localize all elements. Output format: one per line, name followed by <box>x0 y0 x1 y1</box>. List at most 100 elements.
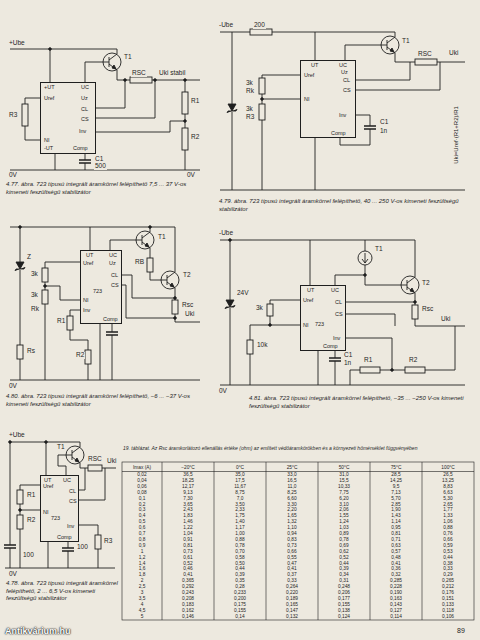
wire <box>356 115 370 126</box>
table-title: 19. táblázat. Az Rsc áramkorlátozó ellen… <box>122 445 476 451</box>
figure-caption: 4.81. ábra. 723 típusú integrált áramkör… <box>248 395 470 410</box>
part-label: R2 <box>75 352 85 359</box>
capacitor-symbol <box>364 126 376 129</box>
table-cell: 0,212 <box>422 584 474 590</box>
pin-name: UC <box>109 253 117 259</box>
table-cell: 0,76 <box>422 531 474 537</box>
transistor-symbol <box>378 32 399 58</box>
wire <box>150 272 158 280</box>
wire <box>78 525 98 535</box>
wire <box>98 549 99 568</box>
wire <box>365 265 398 285</box>
wire <box>175 293 176 300</box>
table-cell: 0,155 <box>214 608 266 614</box>
wire <box>68 541 69 548</box>
table-cell: 2,5 <box>122 584 162 590</box>
wire <box>335 351 336 358</box>
table-cell: 2 <box>122 578 162 584</box>
table-cell: 0,44 <box>318 561 370 567</box>
part-label: RSC <box>417 51 433 58</box>
wire <box>85 62 100 82</box>
table-cell: 0,228 <box>370 584 422 590</box>
pin-name: CL <box>335 300 342 306</box>
part-label: T1 <box>374 246 384 253</box>
part-label: +Ube <box>8 432 26 439</box>
pin-name: Inv <box>79 129 86 135</box>
pin-name: CL <box>111 273 118 279</box>
resistor-symbol <box>42 290 48 304</box>
pin-name: Inv <box>339 113 346 119</box>
wire <box>20 529 21 568</box>
part-label: T1 <box>401 38 411 45</box>
pin-name: CS <box>111 283 119 289</box>
pin-name: CS <box>335 312 343 318</box>
table-cell: 0,133 <box>422 602 474 608</box>
table-cell: 0,189 <box>266 596 318 602</box>
pin-name: UT <box>311 63 318 69</box>
table-cell: 0,94 <box>266 531 318 537</box>
table-cell: 0,44 <box>214 566 266 572</box>
wire <box>110 240 133 250</box>
current-source-symbol <box>358 251 372 265</box>
part-label: Rsc <box>181 302 194 309</box>
table-cell: 50°C <box>318 465 370 471</box>
part-label: 0V <box>186 172 196 179</box>
resistor-symbol <box>172 300 178 314</box>
pin-name: 723 <box>51 516 60 522</box>
wire <box>270 300 300 304</box>
resistor-symbol <box>405 367 425 373</box>
wiring <box>4 29 465 568</box>
wire <box>10 380 200 381</box>
table-cell: 0,39 <box>318 566 370 572</box>
part-label: -Ube <box>218 230 234 237</box>
table-cell: 0,52 <box>318 555 370 561</box>
part-label: R3 <box>103 538 113 545</box>
table-cell: 0,29 <box>422 572 474 578</box>
wire <box>112 335 113 380</box>
table-cell: 0,61 <box>162 555 214 561</box>
table-cell: 0,91 <box>162 537 214 543</box>
transistor-symbol <box>100 49 121 75</box>
wire <box>112 324 113 332</box>
table-cell: 25°C <box>266 465 318 471</box>
table-cell: 100°C <box>422 465 474 471</box>
wire <box>345 45 378 60</box>
pin-name: CL <box>69 489 76 495</box>
table-cell: 0,163 <box>370 596 422 602</box>
pin-name: UC <box>81 85 89 91</box>
table-cell: 0,14 <box>214 614 266 620</box>
wire <box>20 227 21 262</box>
table-cell: 9,13 <box>162 490 214 496</box>
table-cell: 0,143 <box>370 602 422 608</box>
part-label: C1 <box>379 119 389 126</box>
table-cell: 0,118 <box>422 608 474 614</box>
wire <box>80 468 88 469</box>
junction-dot <box>229 239 232 242</box>
table-cell: 0,183 <box>162 602 214 608</box>
table-cell: 0,38 <box>422 561 474 567</box>
wire <box>55 154 56 170</box>
table-cell: 6,20 <box>318 496 370 502</box>
table-cell: 2,85 <box>370 502 422 508</box>
wire <box>220 190 465 191</box>
resistor-symbol <box>17 490 23 504</box>
wire <box>20 504 21 515</box>
table-cell: 0,176 <box>422 590 474 596</box>
table-cell: 0,132 <box>266 614 318 620</box>
part-label: R1 <box>190 98 200 105</box>
part-label: 0V <box>218 388 228 395</box>
part-label: 100 <box>22 552 35 559</box>
table-cell: 8,25 <box>266 490 318 496</box>
table-cell: 0,248 <box>318 584 370 590</box>
pin-name: Uref <box>304 73 314 79</box>
wire <box>395 58 415 62</box>
part-label: 100 <box>76 544 89 551</box>
junction-dot <box>174 297 177 300</box>
wire <box>90 227 91 250</box>
wire <box>356 62 440 90</box>
wire <box>262 75 300 78</box>
table-cell: 0,1 <box>122 496 162 502</box>
table-cell: 0,55 <box>266 555 318 561</box>
table-cell: 0,47 <box>266 561 318 567</box>
table-cell: 0,70 <box>214 549 266 555</box>
